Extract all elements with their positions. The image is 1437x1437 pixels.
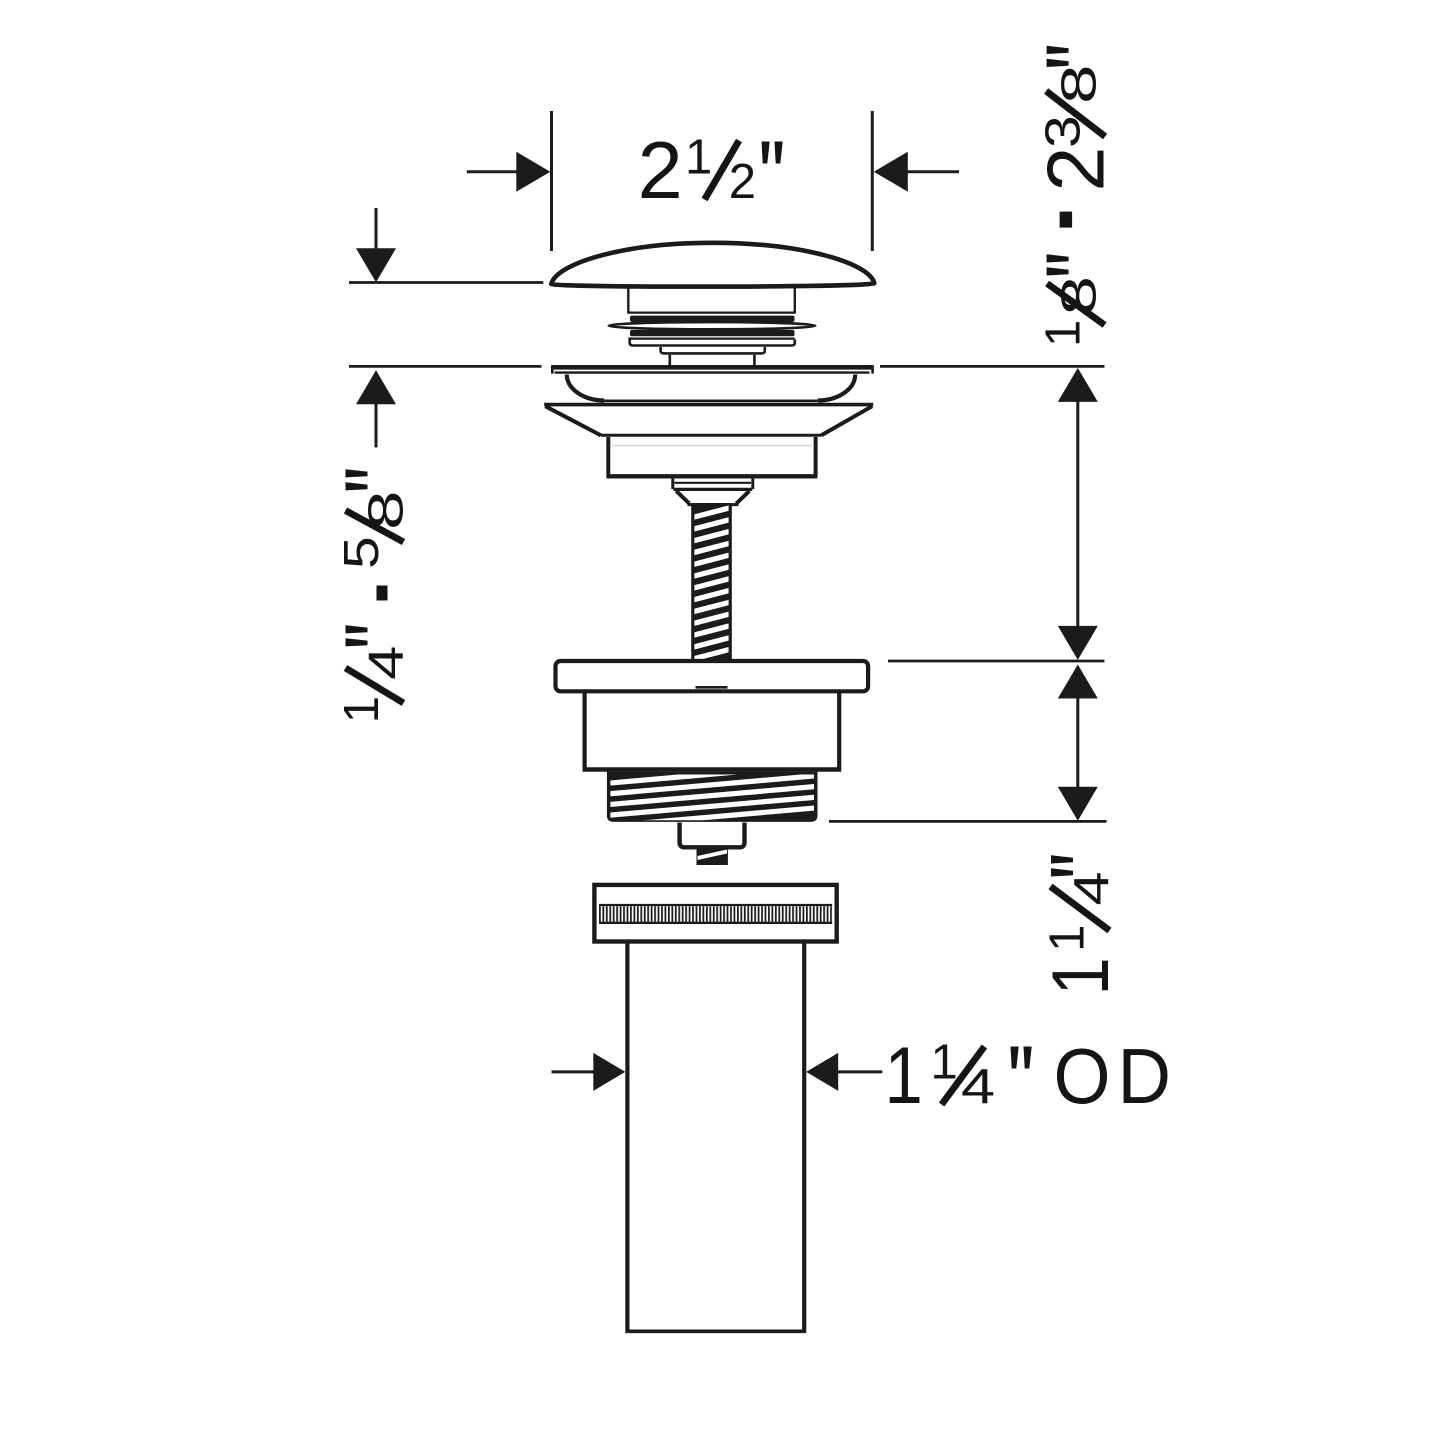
svg-text:8: 8 bbox=[1051, 276, 1106, 316]
svg-text:1: 1 bbox=[885, 1030, 923, 1121]
svg-text:1: 1 bbox=[335, 696, 389, 723]
svg-text:D: D bbox=[1118, 1033, 1172, 1120]
svg-text:4: 4 bbox=[1064, 871, 1119, 905]
svg-text:2: 2 bbox=[729, 155, 756, 209]
svg-text:5: 5 bbox=[335, 536, 389, 569]
svg-text:4: 4 bbox=[358, 646, 413, 680]
svg-text:1: 1 bbox=[1036, 320, 1090, 347]
svg-text:O: O bbox=[1054, 1033, 1111, 1121]
svg-text:1: 1 bbox=[931, 1036, 958, 1090]
svg-text:1: 1 bbox=[1041, 925, 1095, 952]
svg-text:8: 8 bbox=[1051, 64, 1106, 104]
svg-text:1: 1 bbox=[1035, 957, 1126, 995]
svg-text:2: 2 bbox=[638, 126, 683, 216]
svg-text:8: 8 bbox=[358, 490, 413, 530]
svg-text:4: 4 bbox=[961, 1059, 995, 1114]
svg-text:2: 2 bbox=[1032, 147, 1122, 192]
svg-text:1: 1 bbox=[685, 131, 712, 185]
